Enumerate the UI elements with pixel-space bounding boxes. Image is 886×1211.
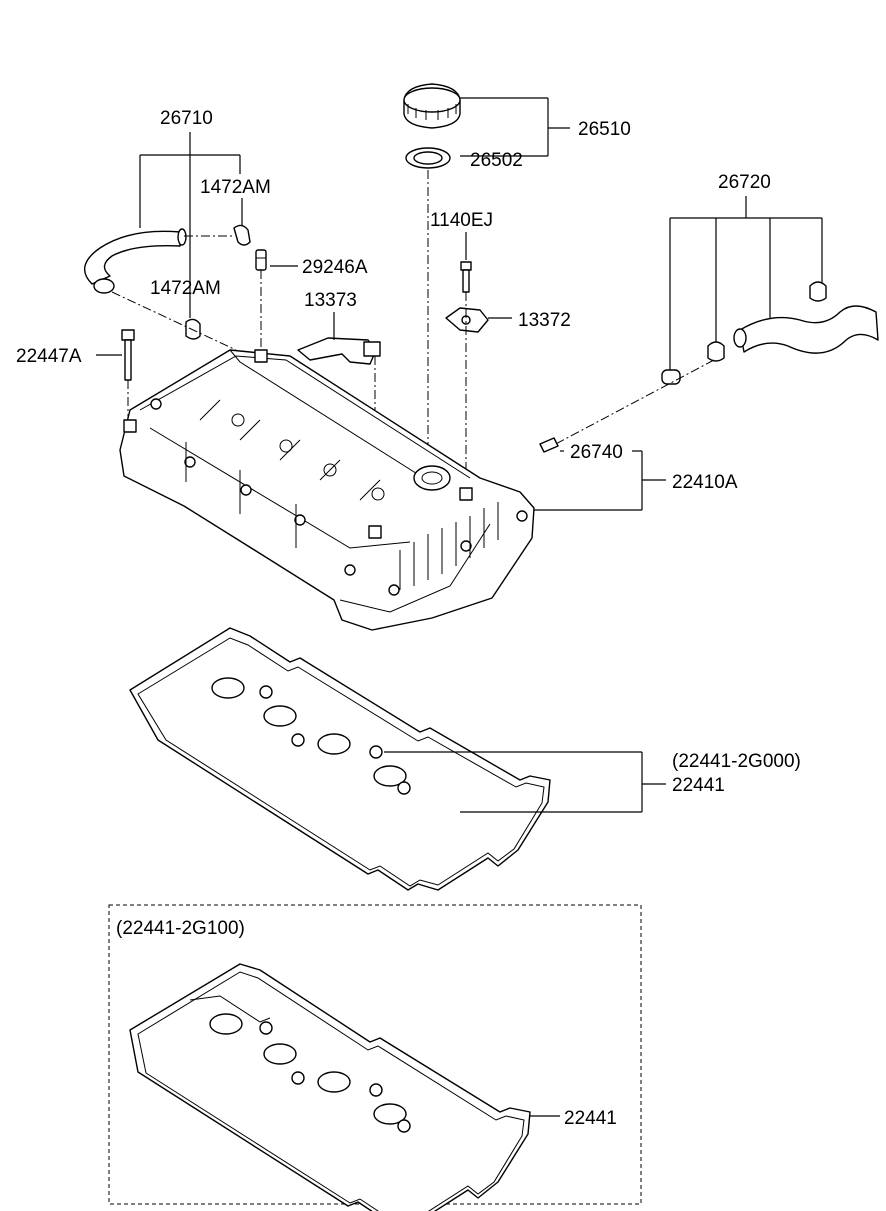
- hose-clamp-bottom: [185, 318, 201, 340]
- hose-clamp-26720-a: [809, 281, 827, 302]
- breather-hose-26710: [83, 228, 187, 294]
- label-26720: 26720: [718, 172, 771, 193]
- hose-grommet-26720: [661, 369, 681, 385]
- cap-gasket: [405, 147, 451, 169]
- label-22441-upper: 22441: [672, 775, 725, 796]
- label-22441-2G100: (22441-2G100): [116, 918, 245, 939]
- label-22441-2G000: (22441-2G000): [672, 751, 801, 772]
- oil-filler-cap: [403, 83, 461, 129]
- label-22410A: 22410A: [672, 472, 738, 493]
- alternate-gasket-box: [108, 904, 642, 1205]
- label-13372: 13372: [518, 310, 571, 331]
- hose-clamp-26720-b: [707, 341, 725, 362]
- breather-hose-26720: [733, 305, 879, 354]
- bracket-13373: [297, 337, 381, 365]
- head-cover-gasket-lower: [129, 963, 531, 1211]
- label-26740: 26740: [570, 442, 623, 463]
- bolt-22447A: [121, 329, 135, 381]
- label-26710: 26710: [160, 108, 213, 129]
- label-13373: 13373: [304, 290, 357, 311]
- label-22441-lower: 22441: [564, 1108, 617, 1129]
- bolt-1140EJ: [460, 261, 472, 293]
- cylinder-head-cover: [119, 349, 535, 631]
- hose-clamp-top: [233, 224, 251, 246]
- pcv-fitting-26740: [539, 437, 559, 453]
- label-26510: 26510: [578, 119, 631, 140]
- label-1140EJ: 1140EJ: [430, 210, 493, 231]
- label-1472AM-top: 1472AM: [200, 177, 271, 198]
- pcv-valve: [255, 249, 267, 271]
- label-1472AM-bottom: 1472AM: [150, 278, 221, 299]
- label-29246A: 29246A: [302, 257, 368, 278]
- bracket-13372: [445, 307, 489, 333]
- label-26502: 26502: [470, 150, 523, 171]
- label-22447A: 22447A: [16, 346, 82, 367]
- head-cover-gasket-upper: [129, 627, 551, 891]
